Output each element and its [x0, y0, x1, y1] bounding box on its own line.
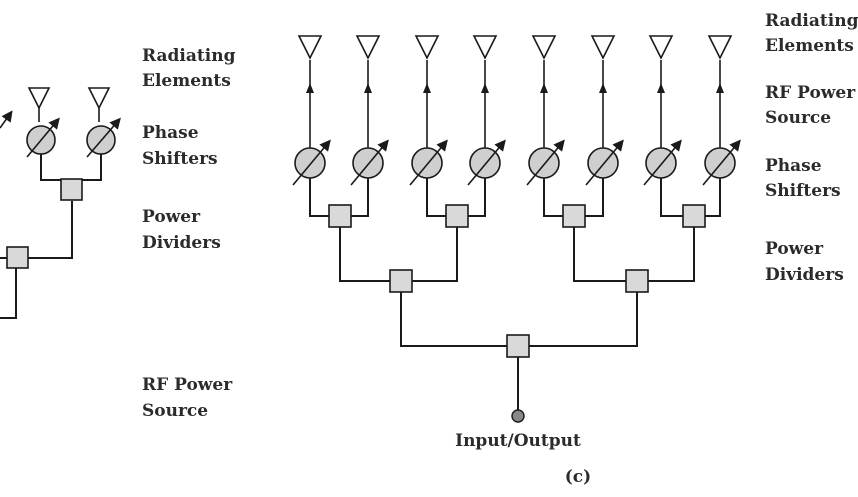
arrow-up-icon — [364, 83, 372, 93]
phase-shifters-label: Phase Shifters — [765, 156, 841, 201]
feed-line — [0, 268, 17, 319]
panel-label: (c) — [565, 467, 591, 487]
phase-shifter-arrow — [526, 139, 565, 186]
antenna-icon — [648, 35, 674, 60]
arrow-up-icon — [481, 83, 489, 93]
left-partial-diagram — [0, 87, 121, 319]
arrow-up-icon — [599, 83, 607, 93]
radiating-elements-label: Radiating Elements — [142, 46, 241, 91]
panel-c-diagram — [292, 35, 741, 423]
antenna-icon — [87, 87, 111, 122]
power-divider-icon — [6, 246, 29, 269]
power-dividers-label: Power Dividers — [765, 239, 844, 285]
power-divider-icon — [445, 204, 469, 228]
power-divider-icon — [562, 204, 586, 228]
phase-shifters-label: Phase Shifters — [142, 123, 218, 169]
rf-power-source-label: RF Power Source — [765, 83, 858, 128]
phase-arrow — [0, 110, 13, 129]
radiating-elements-label: Radiating Elements — [765, 11, 858, 56]
phase-shifter-icon — [86, 117, 121, 158]
port-icon — [511, 409, 525, 423]
antenna-icon — [707, 35, 733, 60]
phase-shifter-arrow — [643, 139, 682, 186]
power-divider-icon — [60, 178, 83, 201]
power-divider-icon — [682, 204, 706, 228]
feed-line — [40, 154, 102, 181]
rf-power-source-label: RF Power Source — [142, 375, 238, 421]
power-dividers-label: Power Dividers — [142, 207, 221, 253]
antenna-icon — [590, 35, 616, 60]
phase-shifter-arrow — [585, 139, 624, 186]
phase-shifter-arrow — [292, 139, 331, 186]
power-divider-icon — [506, 334, 530, 358]
arrow-up-icon — [423, 83, 431, 93]
phase-shifter-arrow — [702, 139, 741, 186]
antenna-icon — [531, 35, 557, 60]
phase-shifter-icon — [26, 117, 60, 158]
power-divider-icon — [389, 269, 413, 293]
antenna-icon — [355, 35, 381, 60]
power-divider-icon — [328, 204, 352, 228]
phase-shifter-arrow — [467, 139, 506, 186]
arrow-up-icon — [306, 83, 314, 93]
antenna-icon — [414, 35, 440, 60]
arrow-up-icon — [716, 83, 724, 93]
antenna-icon — [27, 87, 51, 122]
arrow-up-icon — [657, 83, 665, 93]
antenna-icon — [472, 35, 498, 60]
power-divider-icon — [625, 269, 649, 293]
input-output-label: Input/Output — [455, 431, 581, 451]
antenna-icon — [297, 35, 323, 60]
arrow-up-icon — [540, 83, 548, 93]
phase-shifter-arrow — [350, 139, 389, 186]
phase-shifter-arrow — [409, 139, 448, 186]
feed-line — [18, 201, 73, 259]
